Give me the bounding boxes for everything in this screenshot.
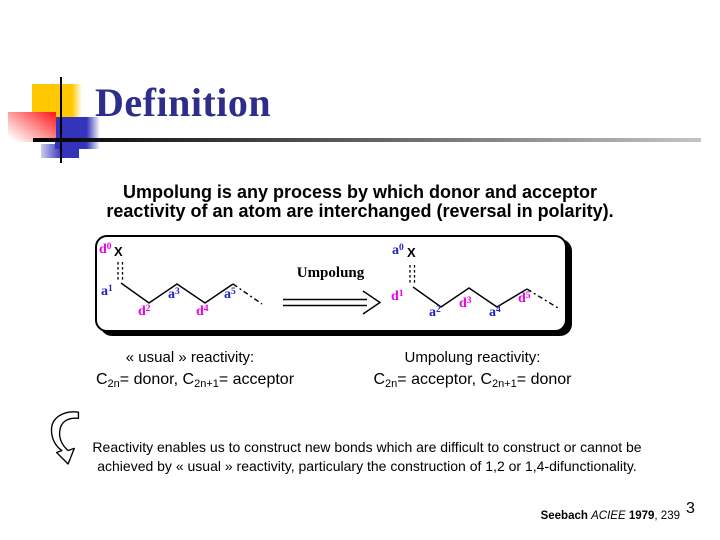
atom-label-d3: d3	[459, 296, 472, 311]
umpolung-arrow-label: Umpolung	[296, 265, 365, 281]
citation: Seebach ACIEE 1979, 239	[541, 510, 680, 522]
decor-blue-square	[55, 117, 100, 149]
decor-red-square	[8, 112, 56, 142]
atom-label-a2: a2	[429, 305, 441, 320]
decor-vertical-line	[60, 77, 62, 163]
heteroatom-x-right: X	[407, 245, 416, 260]
note-text: Reactivity enables us to construct new b…	[92, 439, 642, 474]
scheme-box	[95, 235, 567, 332]
atom-label-d1: d1	[391, 289, 404, 304]
atom-label-d5: d5	[518, 291, 531, 306]
page-title: Definition	[95, 80, 272, 125]
definition-text: Umpolung is any process by which donor a…	[106, 182, 614, 221]
citation-pages: , 239	[654, 510, 680, 522]
atom-label-a4: a4	[489, 305, 501, 320]
citation-author: Seebach	[540, 510, 588, 522]
atom-label-a5: a5	[224, 287, 236, 302]
atom-label-a0: a0	[392, 243, 404, 258]
chain-structures-drawing	[117, 262, 559, 315]
usual-reactivity-header: « usual » reactivity:	[125, 349, 255, 366]
curved-arrow-icon	[50, 411, 80, 465]
heteroatom-x-left: X	[114, 244, 123, 259]
umpolung-reactivity-header: Umpolung reactivity:	[404, 349, 541, 366]
usual-reactivity-formula: C2n= donor, C2n+1= acceptor	[95, 371, 295, 390]
citation-year: 1979	[628, 510, 655, 522]
atom-label-a1: a1	[101, 284, 113, 299]
citation-journal: ACIEE	[591, 510, 626, 522]
atom-label-d0: d0	[99, 242, 112, 257]
atom-label-a3: a3	[168, 287, 180, 302]
page-number: 3	[686, 500, 695, 517]
atom-label-d4: d4	[196, 304, 209, 319]
atom-label-d2: d2	[138, 304, 151, 319]
title-divider-line	[33, 138, 701, 142]
umpolung-reactivity-formula: C2n= acceptor, C2n+1= donor	[373, 371, 572, 390]
